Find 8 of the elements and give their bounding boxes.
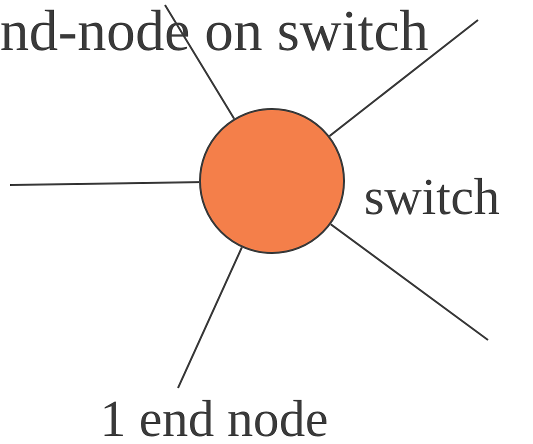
connector-line [164, 4, 235, 120]
switch-circle [199, 108, 345, 254]
connector-line [328, 19, 479, 137]
connector-line [177, 247, 243, 388]
node-label: 1 end node [100, 394, 328, 444]
connector-line [10, 181, 200, 186]
node-caption: switch [364, 172, 500, 224]
connector-line [330, 223, 489, 341]
